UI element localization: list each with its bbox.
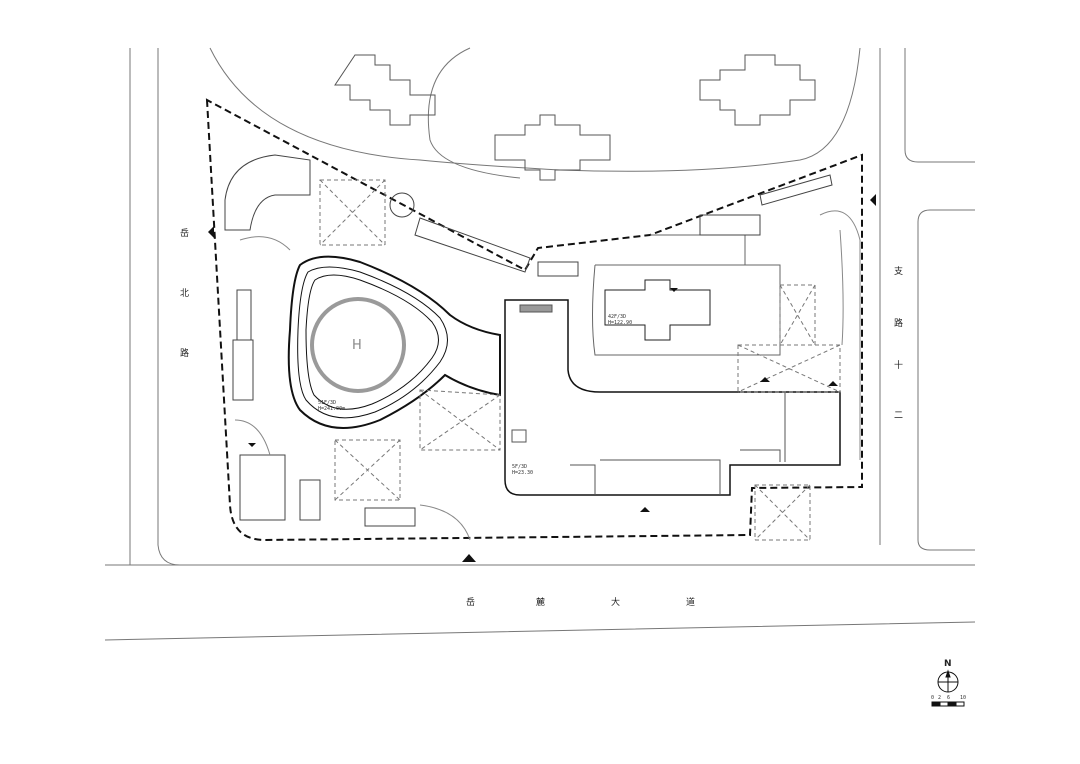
building-height: H=23.30 bbox=[512, 470, 534, 476]
north-arrow-icon bbox=[931, 669, 965, 707]
scale-tick: 10 bbox=[960, 695, 967, 701]
road-char: 麓 bbox=[536, 598, 546, 608]
building-height: H=241.00m bbox=[318, 406, 346, 412]
road-char: 岳 bbox=[466, 598, 476, 608]
building-floors: 51F/3D bbox=[318, 400, 337, 406]
podium-block bbox=[504, 299, 841, 496]
building-floors: 42F/3D bbox=[608, 314, 627, 320]
building-label-tower: 51F/3D H=241.00m bbox=[318, 400, 345, 412]
building-label-residential: 42F/3D H=122.90 bbox=[608, 314, 632, 326]
scale-tick: 2 bbox=[938, 695, 942, 701]
site-boundary bbox=[205, 98, 863, 542]
road-char: 路 bbox=[894, 319, 904, 329]
entrance-markers bbox=[208, 194, 876, 562]
north-label: N bbox=[944, 659, 952, 669]
building-height: H=122.90 bbox=[608, 320, 633, 326]
road-char: 北 bbox=[180, 289, 190, 299]
scale-tick: 6 bbox=[947, 695, 951, 701]
helipad-mark: H bbox=[352, 338, 362, 353]
building-label-podium: 5F/3D H=23.30 bbox=[512, 464, 533, 476]
road-char: 岳 bbox=[180, 229, 190, 239]
scale-tick: 0 bbox=[931, 695, 935, 701]
road-edges bbox=[104, 47, 976, 641]
road-char: 支 bbox=[894, 267, 904, 277]
road-char: 道 bbox=[686, 598, 696, 608]
road-char: 大 bbox=[611, 598, 621, 608]
neighbor-buildings bbox=[334, 54, 816, 181]
road-char: 路 bbox=[180, 349, 190, 359]
landscape-elements bbox=[224, 154, 861, 541]
residential-tower bbox=[592, 234, 781, 356]
road-char: 二 bbox=[894, 411, 904, 421]
road-char: 十 bbox=[894, 361, 904, 371]
building-floors: 5F/3D bbox=[512, 464, 528, 470]
helipad-ring bbox=[310, 297, 406, 393]
tower-podium bbox=[287, 255, 501, 429]
canopies bbox=[319, 179, 841, 541]
